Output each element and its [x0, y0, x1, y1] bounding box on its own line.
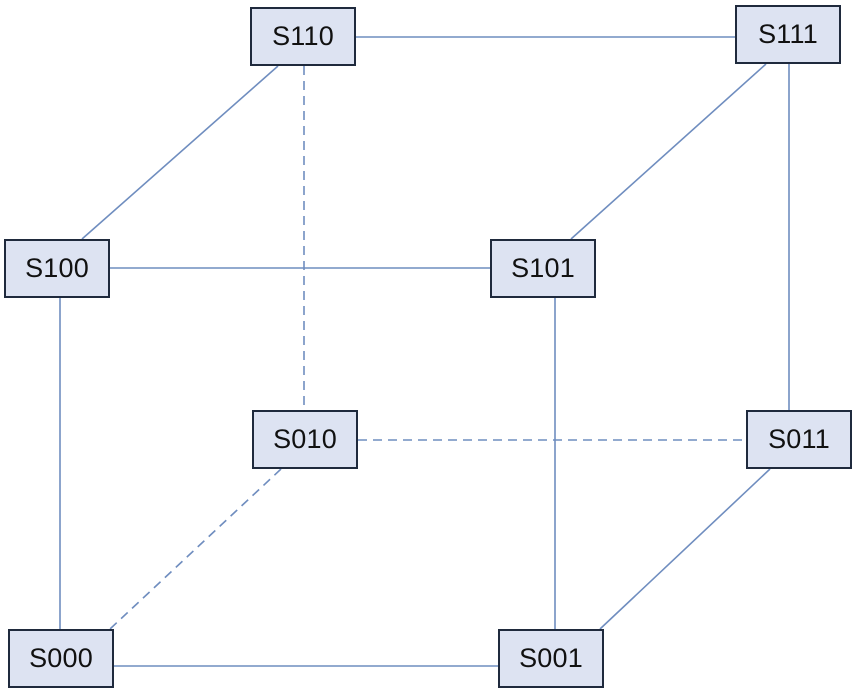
edge-s110-s100: [81, 65, 279, 240]
node-s101: S101: [490, 239, 596, 298]
edge-s111-s101: [570, 63, 767, 240]
node-s011: S011: [746, 410, 852, 469]
node-s111: S111: [735, 5, 841, 64]
node-s110: S110: [250, 7, 356, 66]
edge-s010-s000: [109, 468, 282, 630]
node-s000: S000: [8, 629, 114, 688]
edge-s011-s001: [599, 468, 771, 630]
node-s010: S010: [252, 410, 358, 469]
node-s100: S100: [4, 239, 110, 298]
node-s001: S001: [498, 629, 604, 688]
